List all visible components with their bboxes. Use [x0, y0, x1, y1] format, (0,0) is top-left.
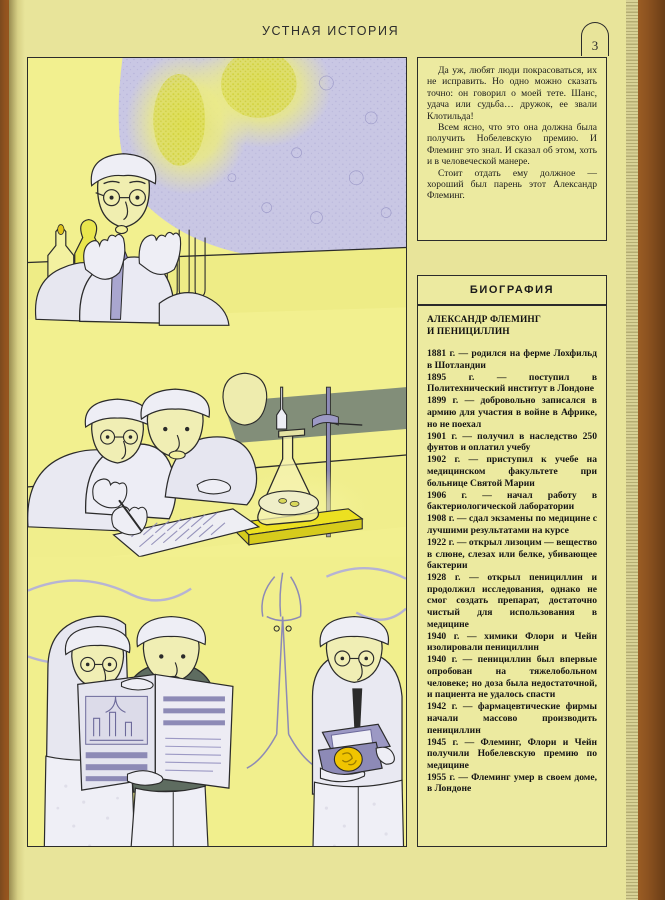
biography-entry-year: 1908 г.	[427, 513, 455, 525]
mold-colony-1	[153, 73, 206, 166]
running-head: УСТНАЯ ИСТОРИЯ	[27, 24, 607, 50]
book-page: УСТНАЯ ИСТОРИЯ 3	[9, 0, 638, 900]
scene-nobel-award	[28, 556, 406, 846]
biography-entry-year: 1922 г.	[427, 537, 455, 548]
biography-entry: 1942 г. — фармацевтические фирмы начали …	[427, 701, 598, 736]
mold-colony-2	[220, 58, 297, 118]
scene-flask-observation	[28, 372, 406, 565]
biography-entry-year: 1901 г.	[427, 430, 458, 442]
biography-entry: 1899 г. — добровольно записался в армию …	[427, 395, 597, 430]
intro-paragraph-1: Да уж, любят люди покрасоваться, их не и…	[427, 65, 597, 122]
illustration-panel	[27, 57, 407, 847]
page-number-tab: 3	[581, 22, 609, 56]
page-number-value: 3	[591, 38, 599, 53]
biography-entry: 1906 г. — начал работу в бактериологичес…	[427, 489, 597, 513]
nobel-medal	[333, 746, 363, 772]
intro-paragraph-3: Стоит отдать ему должное — хороший был п…	[427, 167, 597, 202]
biography-entry-year: 1940 г.	[427, 654, 458, 666]
biography-entry-year: 1906 г.	[427, 489, 468, 501]
biography-entry: 1895 г. — поступил в Политехнический инс…	[427, 371, 598, 395]
biography-title-line: И ПЕНИЦИЛЛИН	[427, 326, 510, 337]
biography-entry-year: 1940 г.	[427, 630, 460, 642]
page-edge-stack	[626, 0, 638, 900]
biography-entry: 1955 г. — Флеминг умер в своем доме, в Л…	[427, 771, 597, 795]
biography-timeline-list: 1881 г. — родился на ферме Лохфильд в Шо…	[427, 348, 597, 795]
biography-entry-year: 1942 г.	[427, 701, 458, 713]
intro-text-box: Да уж, любят люди покрасоваться, их не и…	[417, 57, 607, 241]
biography-entry-year: 1895 г.	[427, 371, 475, 383]
biography-entry-year: 1881 г.	[427, 348, 456, 359]
content-frame: Да уж, любят люди покрасоваться, их не и…	[27, 57, 607, 847]
biography-section-header: БИОГРАФИЯ	[417, 275, 607, 305]
biography-header-label: БИОГРАФИЯ	[469, 284, 555, 296]
biography-entry-year: 1945 г.	[427, 736, 459, 748]
newspaper-right-page	[154, 673, 234, 789]
biography-entry-year: 1928 г.	[427, 572, 461, 584]
illustration-artwork	[28, 58, 406, 846]
biography-entry-year: 1955 г.	[427, 771, 456, 783]
running-head-title: УСТНАЯ ИСТОРИЯ	[262, 24, 400, 38]
biography-entry-year: 1899 г.	[427, 395, 459, 407]
text-column: Да уж, любят люди покрасоваться, их не и…	[417, 57, 607, 847]
biography-entry: 1922 г. — открыл лизоцим — вещество в сл…	[427, 537, 597, 572]
biography-entry: 1940 г. — химики Флори и Чейн изолировал…	[427, 630, 597, 654]
biography-entry: 1901 г. — получил в наследство 250 фунто…	[427, 430, 597, 454]
scene-fleming-startled	[28, 153, 406, 326]
intro-paragraph-2: Всем ясно, что это она должна была получ…	[427, 122, 597, 168]
page-gutter-shadow	[9, 0, 25, 900]
biography-entry: 1908 г. — сдал экзамены по медицине с лу…	[427, 513, 597, 536]
biography-entry-year: 1902 г.	[427, 454, 461, 466]
biography-entry: 1940 г. — пенициллин был впервые опробов…	[427, 654, 597, 701]
biography-entry: 1902 г. — приступил к учебе на медицинск…	[427, 454, 597, 489]
biography-entry: 1928 г. — открыл пенициллин и продолжил …	[427, 572, 597, 630]
petri-dish	[258, 490, 320, 516]
biography-title-line: АЛЕКСАНДР ФЛЕМИНГ	[427, 315, 541, 325]
biography-entry: 1881 г. — родился на ферме Лохфильд в Шо…	[427, 348, 598, 371]
biography-entry: 1945 г. — Флеминг, Флори и Чейн получили…	[427, 736, 598, 771]
